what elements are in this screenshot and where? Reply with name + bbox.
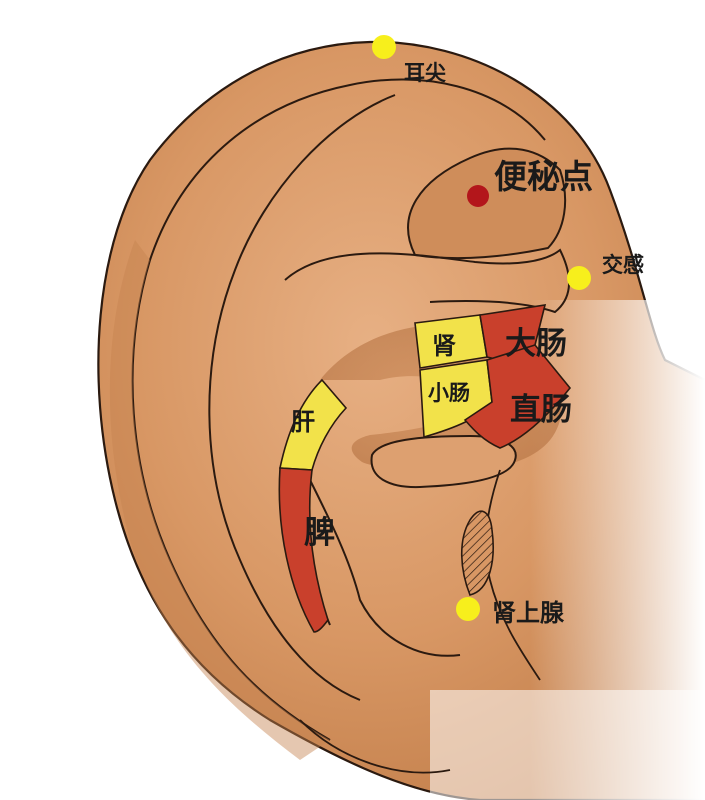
helix-fold-inner [208,94,396,701]
region-rectum [463,344,572,449]
rectum-label: 直肠 [510,392,572,428]
adrenal-dot[interactable] [456,597,480,621]
large-intestine-label: 大肠 [505,326,567,362]
ear-apex-label: 耳尖 [404,61,446,85]
ear-apex-dot[interactable] [372,35,396,59]
kidney-label: 肾 [432,332,456,360]
helix-edge-shade [109,240,330,760]
region-spleen [278,467,329,633]
small-intestine-label: 小肠 [428,381,470,405]
adrenal-label: 肾上腺 [492,599,565,627]
sympathetic-dot[interactable] [567,266,591,290]
triangular-fossa [407,147,567,260]
intertragic-hatch [460,510,494,596]
skin-fade-bottom [430,690,705,800]
liver-label: 肝 [291,408,315,436]
antihelix-crus [284,248,571,314]
helix-crus [370,434,517,489]
sympathetic-label: 交感 [602,253,644,277]
constipation-label: 便秘点 [494,157,593,196]
constipation-dot[interactable] [467,185,489,207]
helix-fold-outer [131,78,546,741]
ear-lobe [299,719,451,774]
spleen-label: 脾 [304,515,335,551]
tragus-ridge [484,469,541,681]
